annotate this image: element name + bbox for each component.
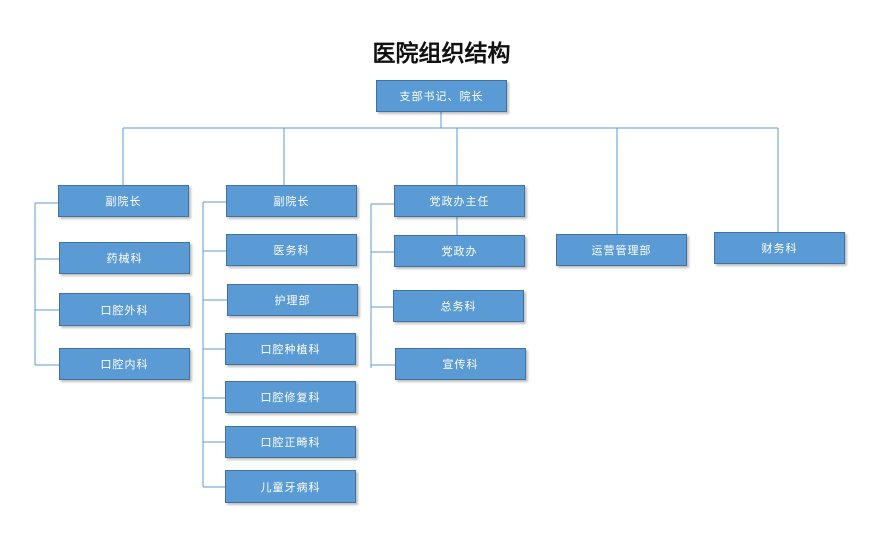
office-child-node[interactable]: 党政办 bbox=[394, 235, 525, 267]
chart-title: 医院组织结构 bbox=[372, 40, 511, 67]
office-head-node[interactable]: 党政办主任 bbox=[394, 185, 525, 217]
vp1-child-node[interactable]: 口腔外科 bbox=[59, 293, 190, 326]
root-node[interactable]: 支部书记、院长 bbox=[376, 80, 507, 112]
office-child-node[interactable]: 总务科 bbox=[393, 290, 524, 322]
vp2-child-node[interactable]: 口腔正畸科 bbox=[225, 426, 356, 458]
vp1-child-node[interactable]: 口腔内科 bbox=[59, 348, 190, 380]
vp2-child-node[interactable]: 口腔种植科 bbox=[225, 333, 356, 365]
office-child-node[interactable]: 宣传科 bbox=[395, 348, 526, 380]
vp2-child-node[interactable]: 医务科 bbox=[226, 234, 357, 266]
vp1-node[interactable]: 副院长 bbox=[58, 185, 189, 217]
vp2-child-node[interactable]: 护理部 bbox=[227, 284, 358, 316]
vp2-node[interactable]: 副院长 bbox=[226, 185, 357, 217]
ops-node[interactable]: 运营管理部 bbox=[556, 234, 687, 266]
vp2-child-node[interactable]: 儿童牙病科 bbox=[225, 470, 356, 503]
finance-node[interactable]: 财务科 bbox=[714, 232, 845, 264]
vp2-child-node[interactable]: 口腔修复科 bbox=[225, 381, 356, 413]
vp1-child-node[interactable]: 药械科 bbox=[59, 242, 190, 274]
